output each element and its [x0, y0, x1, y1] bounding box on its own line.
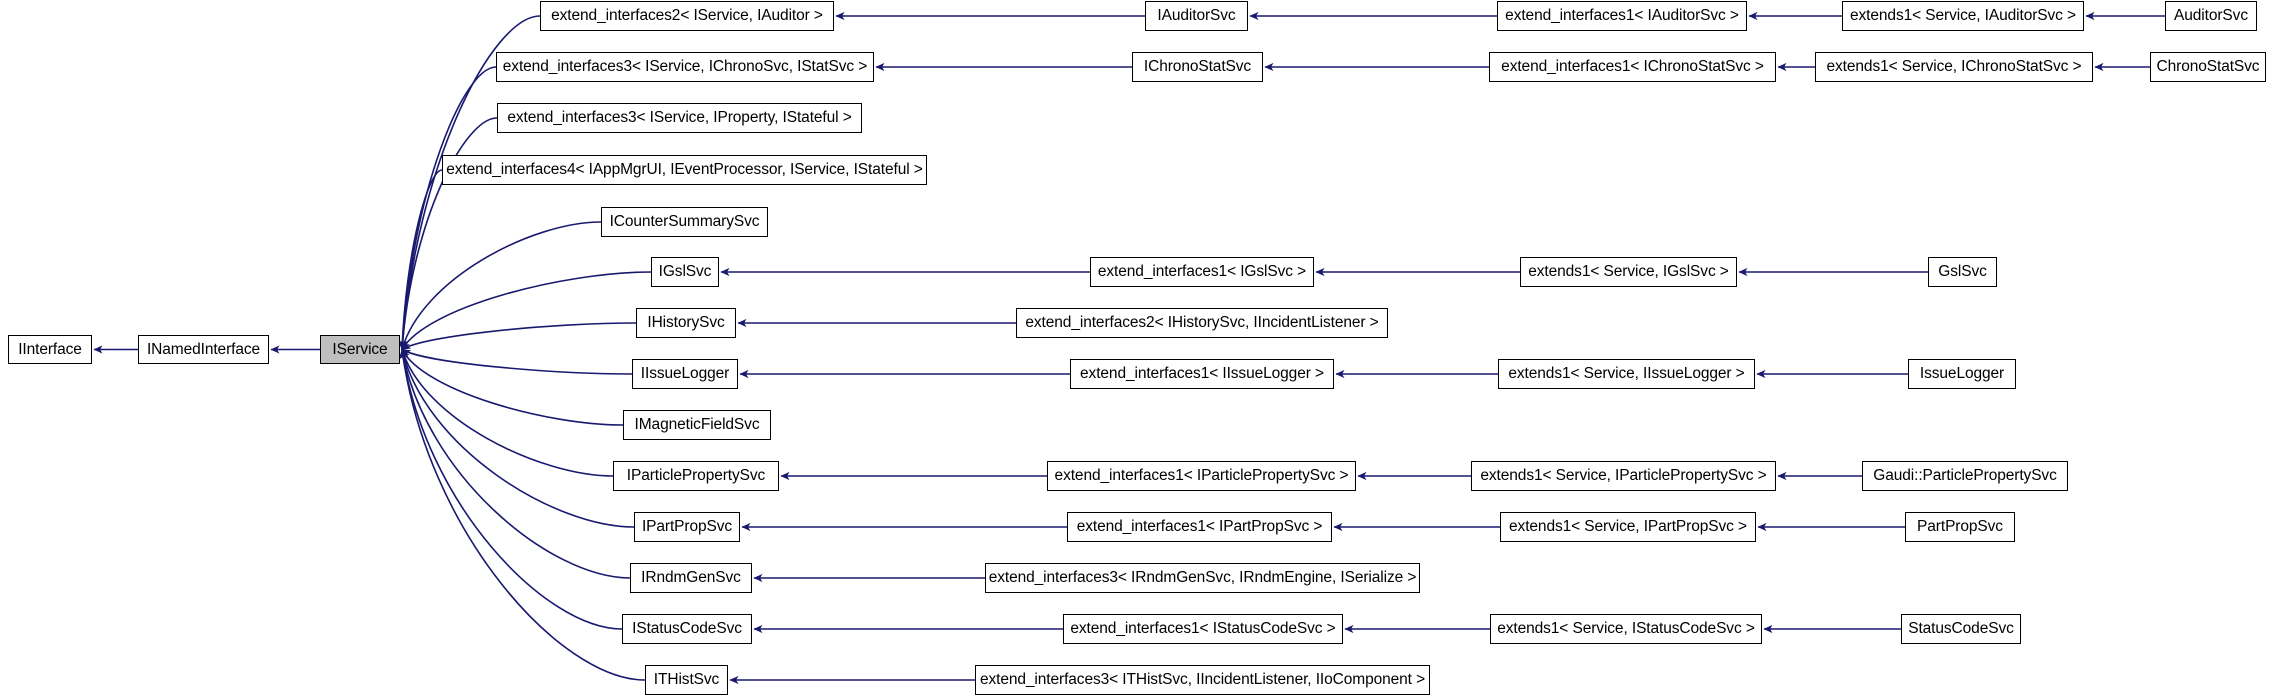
edge-n26-to-n2	[401, 349, 624, 426]
edge-n31-to-n2	[399, 349, 635, 528]
graph-node-label: extends1< Service, IIssueLogger >	[1508, 365, 1745, 383]
graph-node-iissuelogger[interactable]: IIssueLogger	[632, 359, 738, 389]
graph-node-extend-interfaces3-iservice-iproperty-istateful[interactable]: extend_interfaces3< IService, IProperty,…	[497, 103, 862, 133]
graph-node-extend-interfaces1-ichronostatsvc[interactable]: extend_interfaces1< IChronoStatSvc >	[1489, 52, 1776, 82]
graph-node-label: extend_interfaces1< IStatusCodeSvc >	[1070, 620, 1336, 638]
graph-node-iinterface[interactable]: IInterface	[8, 335, 92, 364]
graph-node-iservice[interactable]: IService	[320, 335, 400, 364]
graph-node-ithistsvc[interactable]: ITHistSvc	[645, 665, 728, 695]
graph-node-label: extends1< Service, IAuditorSvc >	[1850, 7, 2076, 25]
graph-node-icountersummarysvc[interactable]: ICounterSummarySvc	[601, 207, 768, 237]
graph-node-igslsvc[interactable]: IGslSvc	[651, 257, 719, 287]
graph-node-irndmgensvc[interactable]: IRndmGenSvc	[630, 563, 752, 593]
graph-node-extend-interfaces3-ithistsvc-iincidentlistener-iiocomponent[interactable]: extend_interfaces3< ITHistSvc, IIncident…	[975, 665, 1430, 695]
graph-node-extends1-service-iissuelogger[interactable]: extends1< Service, IIssueLogger >	[1498, 359, 1755, 389]
graph-node-extend-interfaces1-iauditorsvc[interactable]: extend_interfaces1< IAuditorSvc >	[1497, 1, 1747, 31]
graph-node-label: GslSvc	[1938, 263, 1987, 281]
graph-node-extends1-service-ichronostatsvc[interactable]: extends1< Service, IChronoStatSvc >	[1815, 52, 2093, 82]
graph-node-label: IMagneticFieldSvc	[634, 416, 760, 434]
edge-n15-to-n2	[400, 221, 602, 350]
graph-node-extends1-service-igslsvc[interactable]: extends1< Service, IGslSvc >	[1520, 257, 1737, 287]
graph-node-label: extend_interfaces3< IService, IProperty,…	[507, 109, 852, 127]
graph-node-label: IRndmGenSvc	[641, 569, 741, 587]
graph-node-statuscodesvc[interactable]: StatusCodeSvc	[1901, 614, 2021, 644]
graph-node-label: IParticlePropertySvc	[626, 467, 766, 485]
graph-node-label: IIssueLogger	[640, 365, 730, 383]
graph-node-label: extend_interfaces3< IRndmGenSvc, IRndmEn…	[988, 569, 1417, 587]
graph-node-chronostatsvc[interactable]: ChronoStatSvc	[2150, 52, 2266, 82]
graph-node-label: extends1< Service, IGslSvc >	[1528, 263, 1729, 281]
graph-node-label: extend_interfaces1< IParticlePropertySvc…	[1054, 467, 1349, 485]
edge-n35-to-n2	[399, 349, 631, 579]
edge-n16-to-n2	[401, 271, 652, 350]
edge-n8-to-n2	[398, 66, 497, 350]
graph-node-extend-interfaces3-irndmgensvc-irndmengine-iserialize[interactable]: extend_interfaces3< IRndmGenSvc, IRndmEn…	[985, 563, 1420, 593]
edge-n14-to-n2	[398, 169, 443, 350]
graph-node-label: extend_interfaces1< IChronoStatSvc >	[1501, 58, 1764, 76]
graph-node-label: StatusCodeSvc	[1908, 620, 2014, 638]
graph-node-ipartpropsvc[interactable]: IPartPropSvc	[634, 512, 740, 542]
graph-node-extend-interfaces1-iparticlepropertysvc[interactable]: extend_interfaces1< IParticlePropertySvc…	[1047, 461, 1356, 491]
graph-node-label: IAuditorSvc	[1157, 7, 1236, 25]
graph-node-label: IInterface	[18, 340, 82, 358]
graph-node-label: PartPropSvc	[1917, 518, 2003, 536]
graph-node-label: ICounterSummarySvc	[609, 213, 760, 231]
graph-node-label: extends1< Service, IPartPropSvc >	[1509, 518, 1747, 536]
graph-node-ihistorysvc[interactable]: IHistorySvc	[636, 308, 736, 338]
graph-node-label: extend_interfaces1< IAuditorSvc >	[1505, 7, 1739, 25]
graph-node-extend-interfaces2-ihistorysvc-iincidentlistener[interactable]: extend_interfaces2< IHistorySvc, IIncide…	[1016, 308, 1388, 338]
graph-node-label: IChronoStatSvc	[1143, 58, 1252, 76]
graph-node-extend-interfaces1-iissuelogger[interactable]: extend_interfaces1< IIssueLogger >	[1070, 359, 1334, 389]
graph-node-label: IPartPropSvc	[641, 518, 733, 536]
graph-node-extend-interfaces1-istatuscodesvc[interactable]: extend_interfaces1< IStatusCodeSvc >	[1063, 614, 1343, 644]
graph-node-label: extends1< Service, IStatusCodeSvc >	[1497, 620, 1755, 638]
graph-node-label: IService	[332, 340, 388, 358]
graph-node-extend-interfaces1-ipartpropsvc[interactable]: extend_interfaces1< IPartPropSvc >	[1067, 512, 1332, 542]
graph-node-label: extend_interfaces1< IPartPropSvc >	[1076, 518, 1323, 536]
edge-n37-to-n2	[399, 349, 623, 630]
graph-node-label: INamedInterface	[146, 340, 261, 358]
edge-n22-to-n2	[401, 348, 633, 375]
graph-node-extend-interfaces1-igslsvc[interactable]: extend_interfaces1< IGslSvc >	[1090, 257, 1314, 287]
graph-node-issuelogger[interactable]: IssueLogger	[1908, 359, 2016, 389]
edge-n41-to-n2	[399, 349, 646, 681]
graph-node-label: IGslSvc	[658, 263, 712, 281]
graph-node-label: extend_interfaces3< ITHistSvc, IIncident…	[979, 671, 1426, 689]
graph-node-label: Gaudi::ParticlePropertySvc	[1873, 467, 2057, 485]
graph-node-ichronostatsvc[interactable]: IChronoStatSvc	[1132, 52, 1263, 82]
graph-node-label: ITHistSvc	[653, 671, 720, 689]
graph-node-label: extends1< Service, IParticlePropertySvc …	[1480, 467, 1767, 485]
graph-node-label: extend_interfaces1< IIssueLogger >	[1080, 365, 1324, 383]
graph-node-imagneticfieldsvc[interactable]: IMagneticFieldSvc	[623, 410, 771, 440]
edge-n27-to-n2	[400, 349, 614, 477]
graph-node-iauditorsvc[interactable]: IAuditorSvc	[1145, 1, 1248, 31]
edge-n20-to-n2	[401, 322, 637, 351]
graph-node-extends1-service-istatuscodesvc[interactable]: extends1< Service, IStatusCodeSvc >	[1490, 614, 1762, 644]
edge-n13-to-n2	[398, 117, 498, 350]
graph-node-label: IStatusCodeSvc	[632, 620, 742, 638]
graph-node-extend-interfaces3-iservice-ichronosvc-istatsvc[interactable]: extend_interfaces3< IService, IChronoSvc…	[496, 52, 874, 82]
graph-node-label: IssueLogger	[1919, 365, 2005, 383]
graph-node-label: extend_interfaces1< IGslSvc >	[1097, 263, 1307, 281]
graph-node-auditorsvc[interactable]: AuditorSvc	[2165, 1, 2257, 31]
graph-node-label: extend_interfaces4< IAppMgrUI, IEventPro…	[446, 161, 923, 179]
graph-node-iparticlepropertysvc[interactable]: IParticlePropertySvc	[613, 461, 779, 491]
graph-node-label: extend_interfaces2< IHistorySvc, IIncide…	[1025, 314, 1379, 332]
graph-node-label: extend_interfaces2< IService, IAuditor >	[551, 7, 823, 25]
graph-node-gslsvc[interactable]: GslSvc	[1928, 257, 1997, 287]
graph-node-label: ChronoStatSvc	[2156, 58, 2260, 76]
graph-node-label: IHistorySvc	[647, 314, 725, 332]
graph-node-label: AuditorSvc	[2174, 7, 2248, 25]
graph-node-istatuscodesvc[interactable]: IStatusCodeSvc	[622, 614, 752, 644]
graph-node-extends1-service-iauditorsvc[interactable]: extends1< Service, IAuditorSvc >	[1842, 1, 2084, 31]
graph-node-label: extend_interfaces3< IService, IChronoSvc…	[502, 58, 868, 76]
graph-node-label: extends1< Service, IChronoStatSvc >	[1826, 58, 2082, 76]
graph-node-partpropsvc[interactable]: PartPropSvc	[1905, 512, 2015, 542]
graph-node-inamedinterface[interactable]: INamedInterface	[138, 335, 269, 364]
graph-node-gaudi-particlepropertysvc[interactable]: Gaudi::ParticlePropertySvc	[1862, 461, 2068, 491]
graph-node-extend-interfaces4-iappmgrui-ieventprocessor-iservice-istateful[interactable]: extend_interfaces4< IAppMgrUI, IEventPro…	[442, 155, 927, 185]
graph-node-extend-interfaces2-iservice-iauditor[interactable]: extend_interfaces2< IService, IAuditor >	[540, 1, 834, 31]
graph-node-extends1-service-ipartpropsvc[interactable]: extends1< Service, IPartPropSvc >	[1500, 512, 1756, 542]
graph-node-extends1-service-iparticlepropertysvc[interactable]: extends1< Service, IParticlePropertySvc …	[1471, 461, 1776, 491]
